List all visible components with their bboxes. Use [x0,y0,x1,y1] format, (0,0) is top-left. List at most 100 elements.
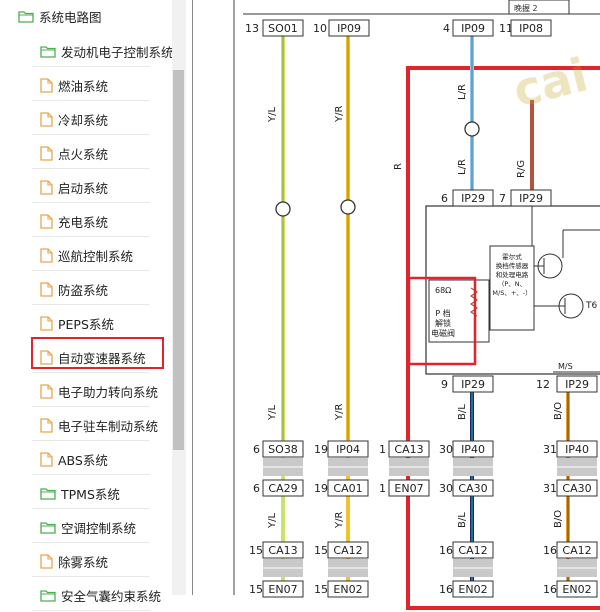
row3-connector-box [327,541,369,559]
tree-separator [32,372,150,373]
tree-separator [32,542,150,543]
row2-connector: CA30 [562,482,591,495]
tree-item[interactable]: 冷却系统 [40,102,108,136]
document-icon [40,281,53,297]
tree-item[interactable]: 发动机电子控制系统 [40,34,174,68]
row4-connector: EN02 [333,583,362,596]
module-pin-3: 12 [536,378,550,391]
system-tree-panel: 系统电路图 发动机电子控制系统燃油系统冷却系统点火系统启动系统充电系统巡航控制系… [0,0,174,611]
tree-item-label: 冷却系统 [58,112,109,128]
tree-separator [32,610,150,611]
top-connectors: 13 SO01 10 IP09 4 IP09 11 IP08 [245,19,552,37]
solenoid-line-1: 解锁 [435,318,451,328]
top-connector-box [328,19,370,37]
tree-item[interactable]: 巡航控制系统 [40,238,133,272]
row2-connector-box [556,479,598,497]
tree-root-system-circuit[interactable]: 系统电路图 [18,0,102,32]
top-pin-3: 11 [499,22,513,35]
solenoid-highlight [407,276,477,366]
tree-item[interactable]: PEPS系统 [40,306,114,340]
document-icon [40,553,53,569]
row1-pin: 30 [439,443,453,456]
solenoid-line-0: P 档 [435,308,450,318]
tree-item[interactable]: 除雾系统 [40,544,108,578]
tree-separator [32,576,150,577]
transistor-label: T6 [585,301,597,311]
module-connector-box [452,375,494,393]
row3-connector-box [262,541,304,559]
tree-separator [32,66,150,67]
tree-item[interactable]: 安全气囊约束系统 [40,578,161,612]
row1-connector: SO38 [268,443,298,456]
wire-label-yr-3: Y/R [334,512,345,529]
wire-label-lr: L/R [457,84,468,100]
tree-item[interactable]: 点火系统 [40,136,108,170]
tree-item-label: 启动系统 [58,180,109,196]
tree-item[interactable]: 防盗系统 [40,272,108,306]
document-icon [40,315,53,331]
row2-pin: 30 [439,482,453,495]
row1-pin: 19 [314,443,328,456]
tree-item[interactable]: 启动系统 [40,170,108,204]
row1-pin: 1 [379,443,386,456]
module-connector-2: IP29 [461,378,485,391]
row3-connector: CA13 [268,544,297,557]
splice-node [275,201,291,217]
tree-item[interactable]: 电子驻车制动系统 [40,408,158,442]
tree-item[interactable]: 充电系统 [40,204,108,238]
wire-label-yr-2: Y/R [334,404,345,421]
row2-connector-box [388,479,430,497]
tree-item[interactable]: 空调控制系统 [40,510,136,544]
tree-item-label: 发动机电子控制系统 [61,44,174,60]
tree-item-label: 除雾系统 [58,554,109,570]
top-connector-box [452,19,494,37]
row3-pin: 15 [314,544,328,557]
row1-pin: 31 [543,443,557,456]
tree-item-label: PEPS系统 [58,316,114,332]
ms-label: M/S [558,362,573,371]
module-connector-box [556,375,598,393]
row1-pin: 6 [253,443,260,456]
tree-item-label: 巡航控制系统 [58,248,134,264]
tree-item[interactable]: TPMS系统 [40,476,120,510]
row4-connector-box [556,580,598,598]
wire-label-bo-2: B/O [553,510,564,528]
module-connector-0: IP29 [461,192,485,205]
row4-pin: 15 [249,583,263,596]
row2-connector: CA01 [333,482,362,495]
module-top-connectors: 6 IP29 7 IP29 [441,189,552,207]
row1-connector-box [388,440,430,458]
row4-connector: EN02 [458,583,487,596]
solenoid-box [428,279,490,343]
module-connector-box [452,189,494,207]
row1-connector-box [452,440,494,458]
row4-pin: 15 [314,583,328,596]
tree-item[interactable]: 电子助力转向系统 [40,374,158,408]
wire-label-lr-2: L/R [457,159,468,175]
tree-separator [32,236,150,237]
top-pin-1: 10 [313,22,327,35]
header-box [508,0,570,15]
tree-scrollbar-thumb[interactable] [173,70,184,450]
hall-line-3: （P、N、 [498,280,526,288]
tree-item[interactable]: 燃油系统 [40,68,108,102]
module-connector-3: IP29 [565,378,589,391]
tree-separator [32,474,150,475]
wire-label-yl-3: Y/L [267,513,278,529]
folder-icon [40,487,56,500]
top-connector-box [510,19,552,37]
module-pin-1: 7 [499,192,506,205]
tree-item[interactable]: 自动变速器系统 [40,340,146,374]
tree-separator [32,406,150,407]
watermark: cai [508,47,593,117]
hall-line-1: 换档传感器 [496,261,529,270]
row1-connector: IP40 [565,443,589,456]
panel-gap [186,0,192,595]
row1-connector: IP40 [461,443,485,456]
tree-item[interactable]: ABS系统 [40,442,108,476]
document-icon [40,451,53,467]
document-icon [40,111,53,127]
tree-item-label: 空调控制系统 [61,520,137,536]
row3-connector: CA12 [562,544,591,557]
